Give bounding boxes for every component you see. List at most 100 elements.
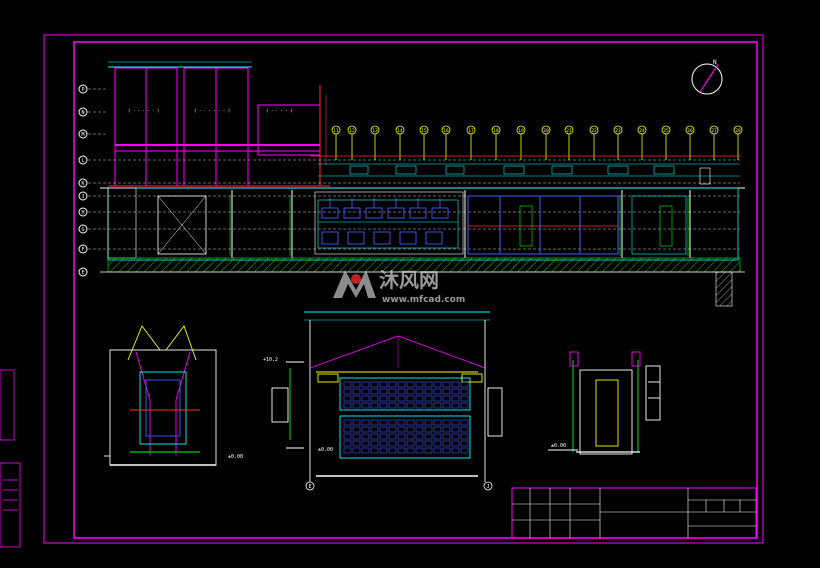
section-cell <box>343 381 352 388</box>
section-cell <box>379 402 388 409</box>
plan-equipment-green <box>229 196 689 256</box>
section-cell <box>361 426 370 433</box>
section-cell <box>379 419 388 426</box>
section-cell <box>433 402 442 409</box>
axis-bubble-j: J <box>483 481 493 491</box>
grid-bubble-21: 21 <box>564 125 574 135</box>
title-block <box>511 487 757 539</box>
svg-text:±0.00: ±0.00 <box>551 443 566 449</box>
section-cell <box>451 433 460 440</box>
section-cell <box>352 419 361 426</box>
section-cell <box>433 388 442 395</box>
section-cell <box>397 381 406 388</box>
section-cell <box>361 381 370 388</box>
svg-text:28: 28 <box>735 128 741 134</box>
section-cell <box>424 440 433 447</box>
grid-bubble-g: G <box>78 224 88 234</box>
svg-text:12: 12 <box>349 128 355 134</box>
section-cell <box>397 402 406 409</box>
grid-bubble-23: 23 <box>613 125 623 135</box>
right-section-view: ±0.00 <box>548 351 661 455</box>
section-cell <box>370 440 379 447</box>
section-cell <box>397 388 406 395</box>
section-cell <box>388 395 397 402</box>
section-cell <box>361 388 370 395</box>
section-cell <box>415 433 424 440</box>
section-cell <box>406 402 415 409</box>
plan-right-pit <box>715 271 733 307</box>
svg-text:17: 17 <box>468 128 474 134</box>
grid-bubble-11: 11 <box>331 125 341 135</box>
svg-text:E: E <box>308 484 311 490</box>
svg-text:J: J <box>81 194 84 200</box>
grid-bubble-13: 13 <box>370 125 380 135</box>
section-cell <box>343 395 352 402</box>
section-cell <box>424 426 433 433</box>
grid-column-bubbles: 11 12 13 14 15 16 17 18 19 20 21 22 23 2… <box>331 125 743 135</box>
svg-text:( · · · · · ): ( · · · · · ) <box>128 108 159 113</box>
plan-main-building <box>100 167 745 261</box>
section-cell <box>352 447 361 454</box>
section-cell <box>352 395 361 402</box>
grid-bubble-12: 12 <box>347 125 357 135</box>
section-cell <box>343 440 352 447</box>
grid-bubble-n: N <box>78 107 88 117</box>
section-cell <box>424 447 433 454</box>
section-cell <box>397 419 406 426</box>
grid-bubble-20: 20 <box>541 125 551 135</box>
section-cell <box>424 395 433 402</box>
section-cell <box>370 402 379 409</box>
section-cell <box>451 419 460 426</box>
section-cell <box>361 447 370 454</box>
section-cell <box>388 402 397 409</box>
north-arrow-icon: N <box>691 59 723 95</box>
svg-text:26: 26 <box>687 128 693 134</box>
svg-text:N: N <box>81 110 84 116</box>
section-cell <box>460 419 469 426</box>
section-cell <box>370 381 379 388</box>
grid-bubble-24: 24 <box>637 125 647 135</box>
svg-text:( · · · · ): ( · · · · ) <box>266 108 293 113</box>
section-cell <box>415 447 424 454</box>
section-cell <box>424 402 433 409</box>
section-cell <box>343 402 352 409</box>
section-cell <box>451 447 460 454</box>
grid-bubble-p: P <box>78 84 88 94</box>
section-cell <box>424 388 433 395</box>
section-cell <box>379 447 388 454</box>
svg-text:J: J <box>486 484 489 490</box>
section-cell <box>451 402 460 409</box>
svg-text:13: 13 <box>372 128 378 134</box>
plan-equipment-blue <box>321 198 449 245</box>
svg-text:L: L <box>81 158 84 164</box>
svg-text:18: 18 <box>493 128 499 134</box>
svg-text:N: N <box>713 59 717 66</box>
section-cell <box>451 440 460 447</box>
svg-text:M: M <box>81 132 84 138</box>
section-cell <box>424 381 433 388</box>
section-cell <box>388 433 397 440</box>
section-cell <box>361 433 370 440</box>
svg-text:K: K <box>81 181 84 187</box>
grid-bubble-f: F <box>78 244 88 254</box>
section-cell <box>379 426 388 433</box>
section-cell <box>379 381 388 388</box>
svg-text:±0.00: ±0.00 <box>228 454 243 460</box>
section-cell <box>415 381 424 388</box>
section-cell <box>397 447 406 454</box>
section-cell <box>388 440 397 447</box>
inner-sheet-border <box>73 41 758 539</box>
section-cell <box>451 426 460 433</box>
svg-text:±0.00: ±0.00 <box>318 447 333 453</box>
section-cell <box>361 402 370 409</box>
section-cell <box>406 388 415 395</box>
svg-text:21: 21 <box>566 128 572 134</box>
section-cell <box>388 447 397 454</box>
grid-bubble-16: 16 <box>441 125 451 135</box>
section-cell <box>406 433 415 440</box>
section-cell <box>406 381 415 388</box>
section-cell <box>370 433 379 440</box>
svg-text:15: 15 <box>421 128 427 134</box>
section-cell <box>433 426 442 433</box>
section-cell <box>370 426 379 433</box>
